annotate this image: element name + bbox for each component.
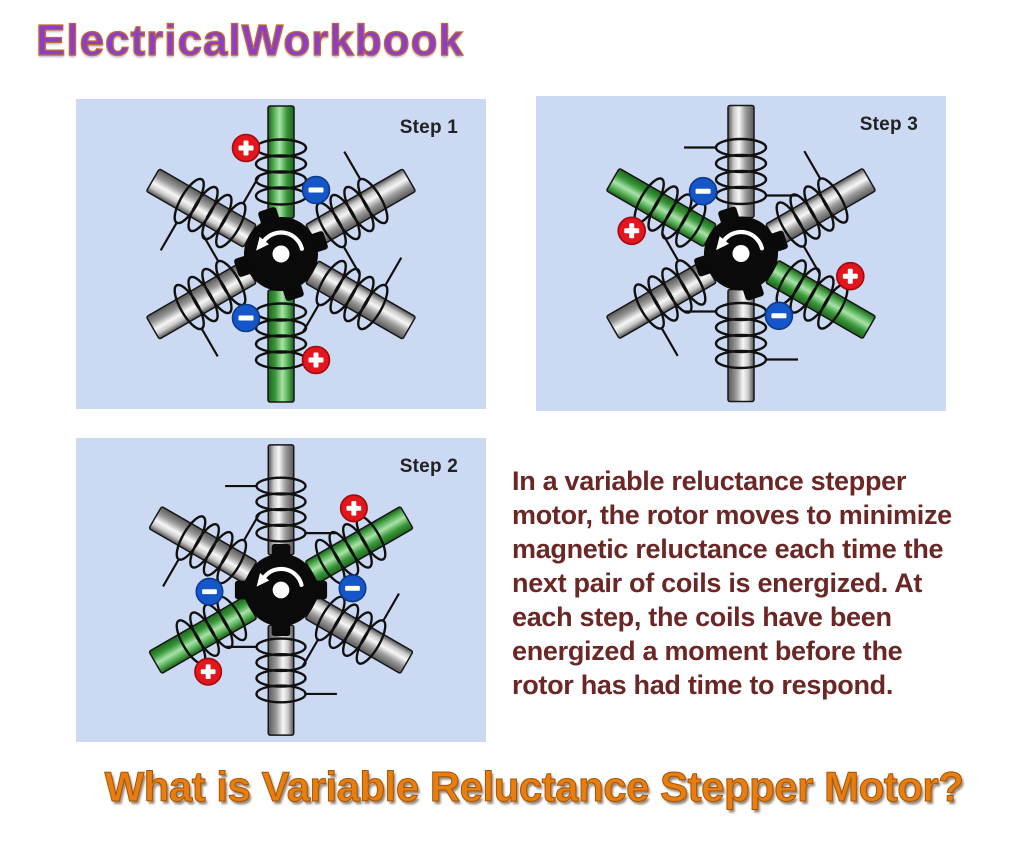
step-label-2: Step 2 (399, 456, 458, 477)
motor-svg-step-3 (606, 104, 876, 403)
step-label-1: Step 1 (399, 117, 458, 138)
coil-winding-icon (255, 523, 307, 543)
idle-pole (684, 288, 798, 403)
coil-winding-icon (675, 259, 707, 306)
idle-pole (684, 104, 798, 219)
negative-terminal-icon (195, 577, 224, 606)
coil-winding-icon (215, 201, 247, 249)
panel-step-1: Step 1 (65, 88, 497, 420)
idle-pole (146, 168, 261, 251)
coil-winding-icon (255, 637, 307, 657)
negative-terminal-icon (688, 176, 718, 206)
motor-diagram-step-2: Step 2 (76, 438, 486, 742)
counterclockwise-arrow-icon (256, 566, 304, 599)
motor-diagram-step-3: Step 3 (536, 96, 946, 411)
positive-terminal-icon (231, 133, 261, 163)
coil-winding-icon (315, 259, 347, 307)
positive-terminal-icon (835, 261, 865, 291)
idle-pole (765, 150, 876, 275)
negative-terminal-icon (764, 301, 794, 331)
rotor (694, 206, 788, 301)
rotor-shaft-icon (272, 581, 290, 599)
panel-step-3: Step 3 (525, 85, 957, 422)
energized-pole (254, 289, 308, 403)
positive-terminal-icon (339, 494, 368, 523)
rotor (234, 207, 328, 301)
energized-pole (765, 259, 876, 339)
step-label-3: Step 3 (859, 114, 918, 135)
rotor (234, 543, 328, 637)
idle-pole (225, 444, 337, 556)
negative-terminal-icon (338, 574, 367, 603)
negative-terminal-icon (301, 175, 331, 205)
counterclockwise-arrow-icon (716, 229, 764, 262)
energized-pole (254, 105, 308, 219)
idle-pole (305, 151, 416, 275)
motor-diagram-step-1: Step 1 (76, 99, 486, 409)
panel-step-2: Step 2 (65, 427, 497, 753)
rotor-shaft-icon (732, 245, 750, 262)
idle-pole (606, 232, 717, 357)
counterclockwise-arrow-icon (256, 230, 304, 263)
motor-svg-step-1 (146, 105, 416, 403)
main-question-title: What is Variable Reluctance Stepper Moto… (104, 763, 964, 811)
brand-logo: ElectricalWorkbook (35, 15, 464, 65)
energized-pole (606, 168, 717, 248)
positive-terminal-icon (194, 657, 223, 686)
coil-winding-icon (775, 201, 807, 248)
positive-terminal-icon (617, 216, 647, 246)
motor-svg-step-2 (148, 444, 414, 736)
idle-pole (225, 624, 337, 736)
rotor-shaft-icon (272, 245, 290, 263)
description-text: In a variable reluctance stepper motor, … (512, 466, 952, 700)
positive-terminal-icon (301, 345, 331, 375)
negative-terminal-icon (231, 303, 261, 333)
